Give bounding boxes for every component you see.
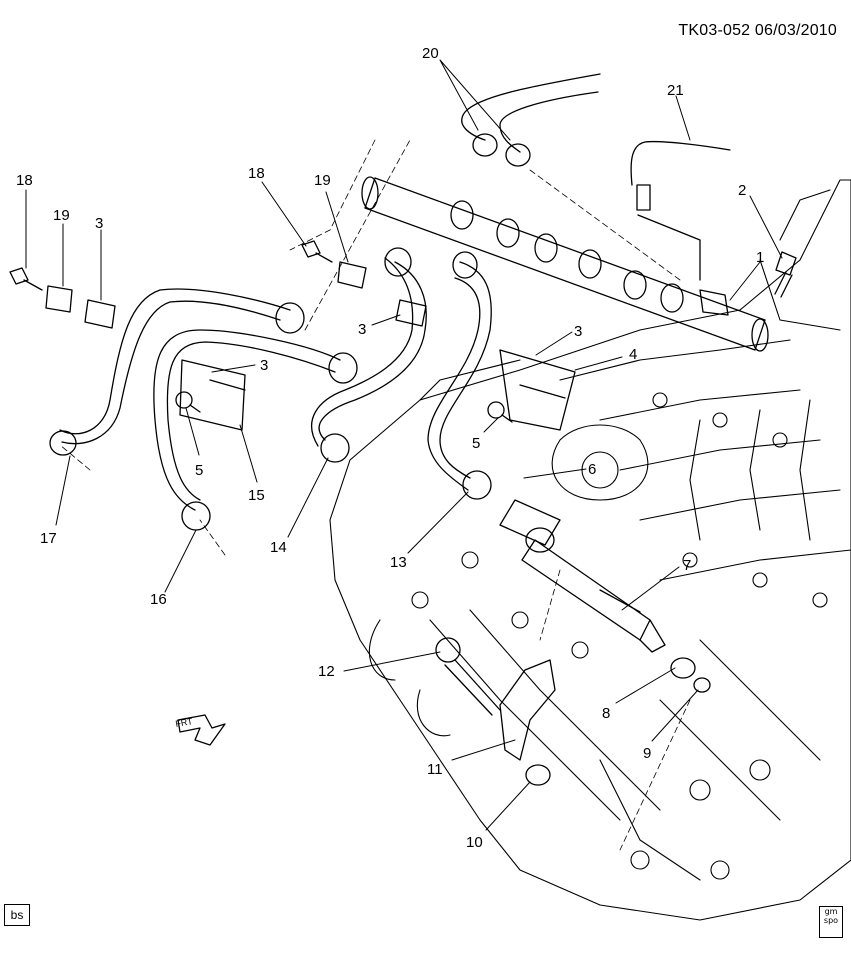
gm-spo-logo: gm spo <box>819 906 843 938</box>
callout-5: 5 <box>472 435 480 452</box>
clip-3-center <box>395 299 427 327</box>
injector-line-14 <box>311 247 427 463</box>
clip-19-center <box>337 261 367 289</box>
fuel-rail <box>361 176 769 352</box>
callout-16: 16 <box>150 591 167 608</box>
callout-3: 3 <box>95 215 103 232</box>
corner-code-box: bs <box>4 904 30 926</box>
clip-19-left <box>45 285 73 313</box>
callout-18: 18 <box>16 172 33 189</box>
callout-12: 12 <box>318 663 335 680</box>
fuel-pipe-20 <box>461 73 601 167</box>
gasket-9 <box>693 677 711 693</box>
fuel-injector-7 <box>499 499 666 653</box>
callout-4: 4 <box>629 346 637 363</box>
clip-3-left <box>84 299 116 329</box>
callout-5: 5 <box>195 462 203 479</box>
callout-3: 3 <box>260 357 268 374</box>
callout-8: 8 <box>602 705 610 722</box>
front-arrow-label: FRT <box>175 716 194 729</box>
washer-10 <box>525 764 551 786</box>
callout-13: 13 <box>390 554 407 571</box>
front-arrow-icon <box>177 714 226 746</box>
bolt-12 <box>435 637 501 716</box>
clamp-11 <box>499 659 556 761</box>
callout-numbers: 1 2 3 3 3 3 4 5 5 6 7 8 9 10 11 12 13 14… <box>16 45 764 851</box>
engine-block <box>329 179 851 921</box>
callout-18: 18 <box>248 165 265 182</box>
callout-10: 10 <box>466 834 483 851</box>
gm-spo-logo-text: gm spo <box>823 907 839 925</box>
fuel-pipe-21 <box>630 140 731 281</box>
callout-15: 15 <box>248 487 265 504</box>
callout-14: 14 <box>270 539 287 556</box>
o-ring-8 <box>670 657 696 679</box>
callout-1: 1 <box>756 249 764 266</box>
callout-7: 7 <box>683 557 691 574</box>
injector-line-17 <box>49 288 305 456</box>
callout-21: 21 <box>667 82 684 99</box>
bolt-18-left <box>9 267 43 291</box>
callout-19: 19 <box>314 172 331 189</box>
callout-3: 3 <box>574 323 582 340</box>
bolt-5-left <box>175 391 201 413</box>
callout-9: 9 <box>643 745 651 762</box>
callout-11: 11 <box>427 761 443 778</box>
bolt-5-right <box>487 401 513 423</box>
bracket-4 <box>499 349 576 431</box>
injector-line-13 <box>427 251 492 500</box>
callout-2: 2 <box>738 182 746 199</box>
callout-6: 6 <box>588 461 596 478</box>
drawing-id-date: TK03-052 06/03/2010 <box>678 22 837 39</box>
callout-19: 19 <box>53 207 70 224</box>
callout-3: 3 <box>358 321 366 338</box>
bolt-18-center <box>301 240 333 263</box>
bolt-2 <box>774 251 797 298</box>
callout-20: 20 <box>422 45 439 62</box>
callout-17: 17 <box>40 530 57 547</box>
